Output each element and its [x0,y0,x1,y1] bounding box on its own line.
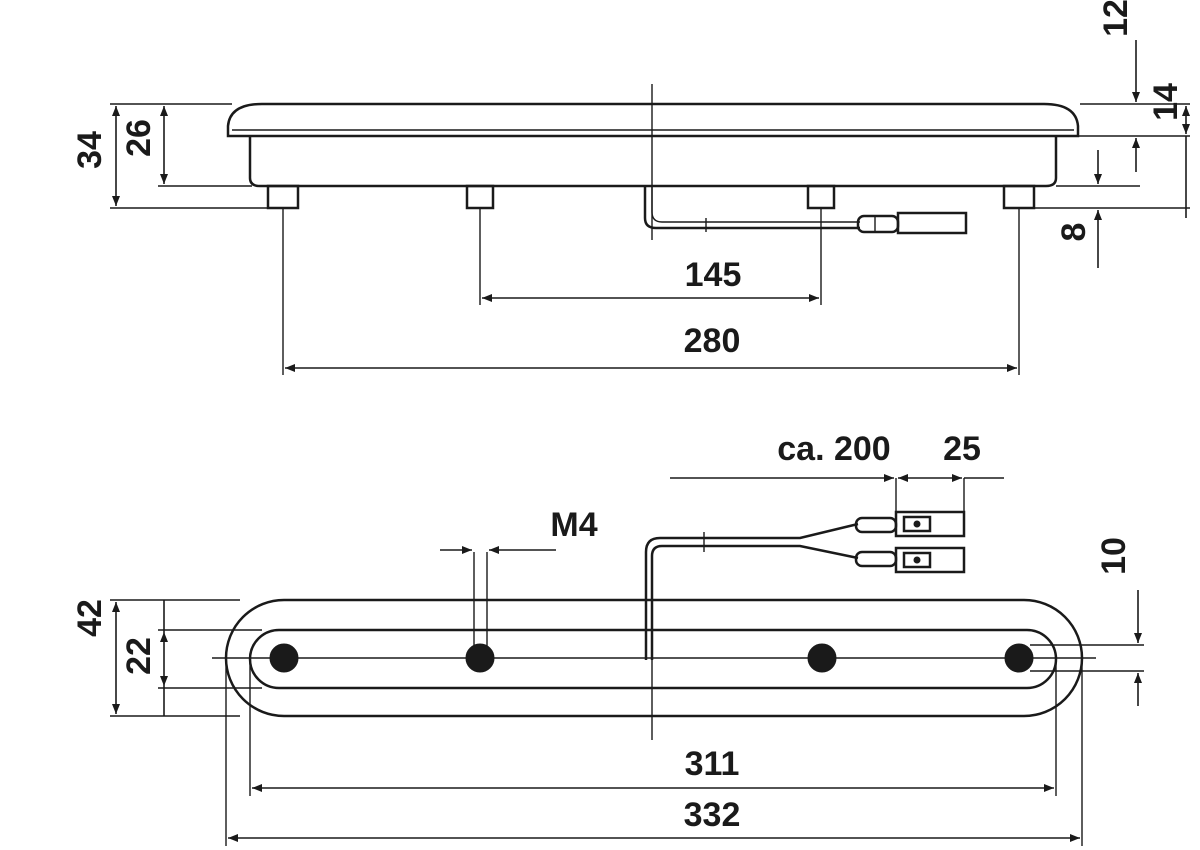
mounting-hole-3 [807,643,837,673]
side-view-connector [856,214,900,234]
top-view-cable [644,522,859,660]
top-view-connector-2 [854,550,898,568]
top-view-terminal-2 [894,546,966,574]
dim-26-label: 26 [120,119,158,157]
dim-280-label: 280 [684,322,741,360]
mounting-hole-1 [269,643,299,673]
dim-25-label: 25 [943,430,981,468]
top-view-connector-1 [854,516,898,534]
top-view-cable-2 [650,544,859,660]
dim-ca200-label: ca. 200 [777,430,890,468]
dim-332-label: 332 [684,796,741,834]
side-view-stud-1 [266,184,300,210]
dim-145-label: 145 [685,256,742,294]
mounting-hole-4 [1004,643,1034,673]
side-view-housing [248,136,1058,188]
side-view: 34 26 12 14 8 145 280 [71,0,1190,375]
side-view-stud-3 [806,184,836,210]
dim-14-label: 14 [1147,83,1185,121]
side-view-cable-inner [651,186,860,223]
dim-34-label: 34 [71,131,109,169]
dim-22-label: 22 [120,637,158,675]
side-view-cable [643,186,860,230]
mounting-hole-2 [465,643,495,673]
side-view-stud-4 [1002,184,1036,210]
dim-42-label: 42 [71,599,109,637]
top-view: M4 ca. 200 25 42 22 [71,430,1144,846]
side-view-lens [226,102,1080,138]
side-view-terminal [896,211,968,235]
dim-m4-label: M4 [550,506,597,544]
dim-8-label: 8 [1055,223,1093,242]
top-view-terminal-1 [894,510,966,538]
dim-12-label: 12 [1097,0,1135,37]
dim-10-label: 10 [1095,537,1133,575]
dim-311-label: 311 [685,745,740,783]
side-view-stud-2 [465,184,495,210]
